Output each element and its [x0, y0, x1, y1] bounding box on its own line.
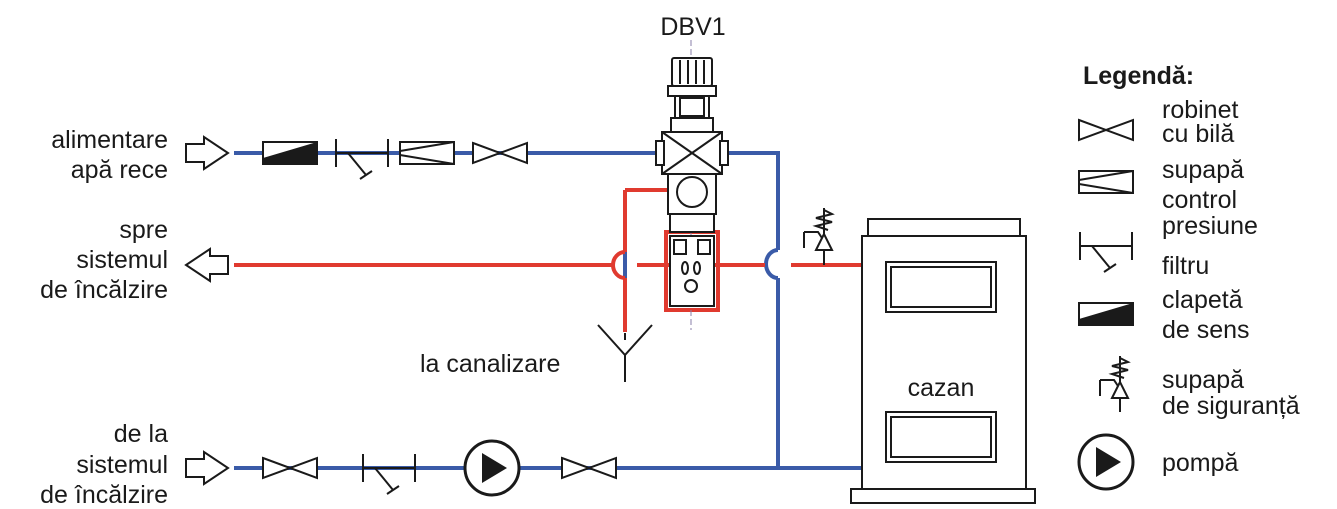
drain-funnel-icon: [597, 324, 653, 382]
legend-pump-line1: pompă: [1162, 449, 1239, 477]
ball-valve-icon: [262, 457, 318, 479]
safety-valve-icon: [803, 207, 833, 265]
legend-filter-line1: filtru: [1162, 252, 1209, 280]
dbv1-label: DBV1: [660, 13, 725, 41]
from-heating-label-line1: de la: [114, 420, 168, 448]
cold-supply-label-line2: apă rece: [71, 156, 168, 184]
from-heating-label-line3: de încălzire: [40, 481, 168, 509]
filter-icon: [362, 453, 416, 495]
legend-pcv-line3: presiune: [1162, 212, 1258, 240]
filter-icon: [1079, 231, 1133, 273]
boiler: cazan: [850, 218, 1036, 504]
outlet-arrow-icon: [184, 247, 229, 283]
to-heating-label-line1: spre: [119, 216, 168, 244]
hot-water-pipes: [234, 188, 866, 332]
ball-valve-icon: [472, 142, 528, 164]
pressure-control-valve-icon: [1078, 170, 1134, 194]
legend-ball-valve-line2: cu bilă: [1162, 120, 1234, 148]
legend-safety-valve-line2: de siguranță: [1162, 392, 1300, 420]
pump-icon: [1077, 433, 1135, 491]
inlet-arrow-icon: [185, 135, 230, 171]
safety-valve-icon: [1099, 355, 1129, 413]
to-heating-label-line2: sistemul: [76, 246, 168, 274]
to-heating-label-line3: de încălzire: [40, 276, 168, 304]
legend-pcv-line2: control: [1162, 186, 1237, 214]
boiler-label: cazan: [908, 374, 975, 402]
legend: Legendă: robinet cu bilă supapă control …: [1077, 62, 1300, 491]
return-arrow-icon: [185, 450, 230, 486]
check-valve-icon: [1078, 302, 1134, 326]
ball-valve-icon: [561, 457, 617, 479]
legend-safety-valve-line1: supapă: [1162, 366, 1244, 394]
ball-valve-icon: [1078, 119, 1134, 141]
legend-check-valve-line2: de sens: [1162, 316, 1250, 344]
legend-ball-valve-line1: robinet: [1162, 96, 1238, 124]
cold-water-pipes: [234, 151, 866, 470]
pressure-control-valve-icon: [399, 141, 455, 165]
legend-title: Legendă:: [1083, 62, 1194, 90]
pump-icon: [463, 439, 521, 497]
drain-label: la canalizare: [420, 350, 560, 378]
filter-icon: [335, 138, 389, 180]
check-valve-icon: [262, 141, 318, 165]
legend-check-valve-line1: clapetă: [1162, 286, 1243, 314]
dbv1-valve: [655, 40, 729, 330]
legend-pcv-line1: supapă: [1162, 156, 1244, 184]
cold-supply-label-line1: alimentare: [51, 126, 168, 154]
from-heating-label-line2: sistemul: [76, 451, 168, 479]
